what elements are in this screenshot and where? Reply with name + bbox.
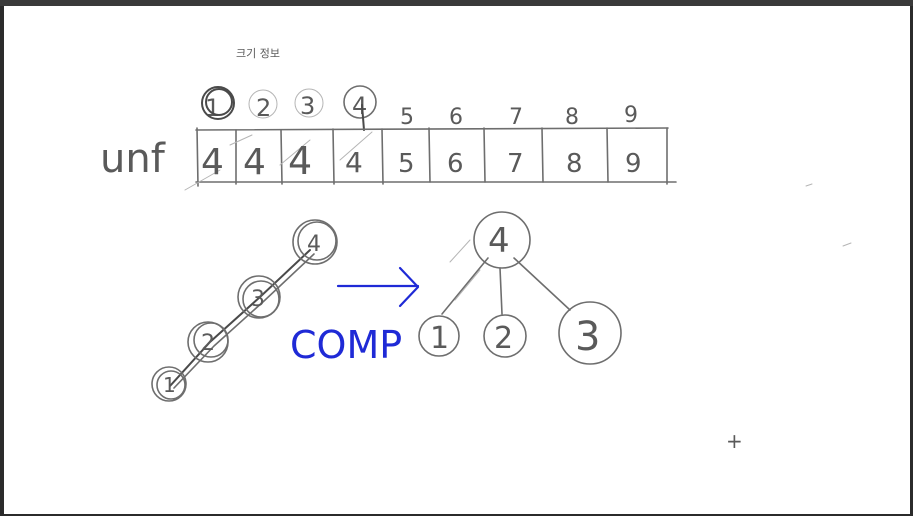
chain-node-label: 2: [201, 331, 215, 356]
chain-node-label: 1: [163, 373, 176, 397]
array-value: 6: [447, 149, 464, 179]
index-label: 9: [624, 103, 638, 128]
comp-arrow: [336, 266, 420, 308]
tree-root-label: 4: [488, 221, 510, 261]
tree-child-label: 3: [575, 314, 600, 360]
result-tree: 4 1 2 3: [418, 211, 622, 365]
array-value: 4: [201, 142, 224, 183]
chain-node-label: 4: [307, 232, 321, 257]
chain-diagram: 4 3 2 1: [151, 219, 338, 402]
array-value: 9: [625, 149, 642, 179]
array-cells: [184, 127, 677, 191]
size-annotation: 크기 정보: [236, 47, 280, 60]
stray-dash: [805, 183, 813, 187]
index-label: 3: [300, 92, 315, 120]
tree-child-label: 2: [494, 321, 513, 356]
array-values: 4 4 4 4 5 6 7 8 9: [201, 139, 642, 183]
array-name-label: unf: [100, 136, 166, 182]
array-value: 4: [243, 142, 266, 183]
index-labels: 1 2 3 4 5 6 7 8 9: [205, 92, 638, 130]
stray-dash: [842, 242, 852, 247]
array-value: 8: [566, 149, 583, 179]
window-top-bar: [0, 0, 913, 6]
index-label: 2: [256, 94, 271, 122]
array-value: 4: [345, 146, 363, 179]
index-label: 7: [509, 105, 523, 130]
array-value: 4: [288, 139, 312, 183]
stray-mark: +: [726, 429, 743, 453]
tree-child-label: 1: [430, 321, 449, 356]
index-label: 6: [449, 105, 463, 130]
comp-label: COMP: [290, 323, 402, 367]
array-value: 7: [507, 149, 524, 179]
index-highlight-circles: [201, 85, 377, 131]
array-value: 5: [398, 149, 415, 179]
whiteboard-canvas[interactable]: [4, 6, 910, 514]
chain-node-label: 3: [251, 287, 265, 312]
index-label: 5: [400, 105, 414, 130]
index-label: 8: [565, 105, 579, 130]
index-label: 4: [352, 92, 367, 120]
